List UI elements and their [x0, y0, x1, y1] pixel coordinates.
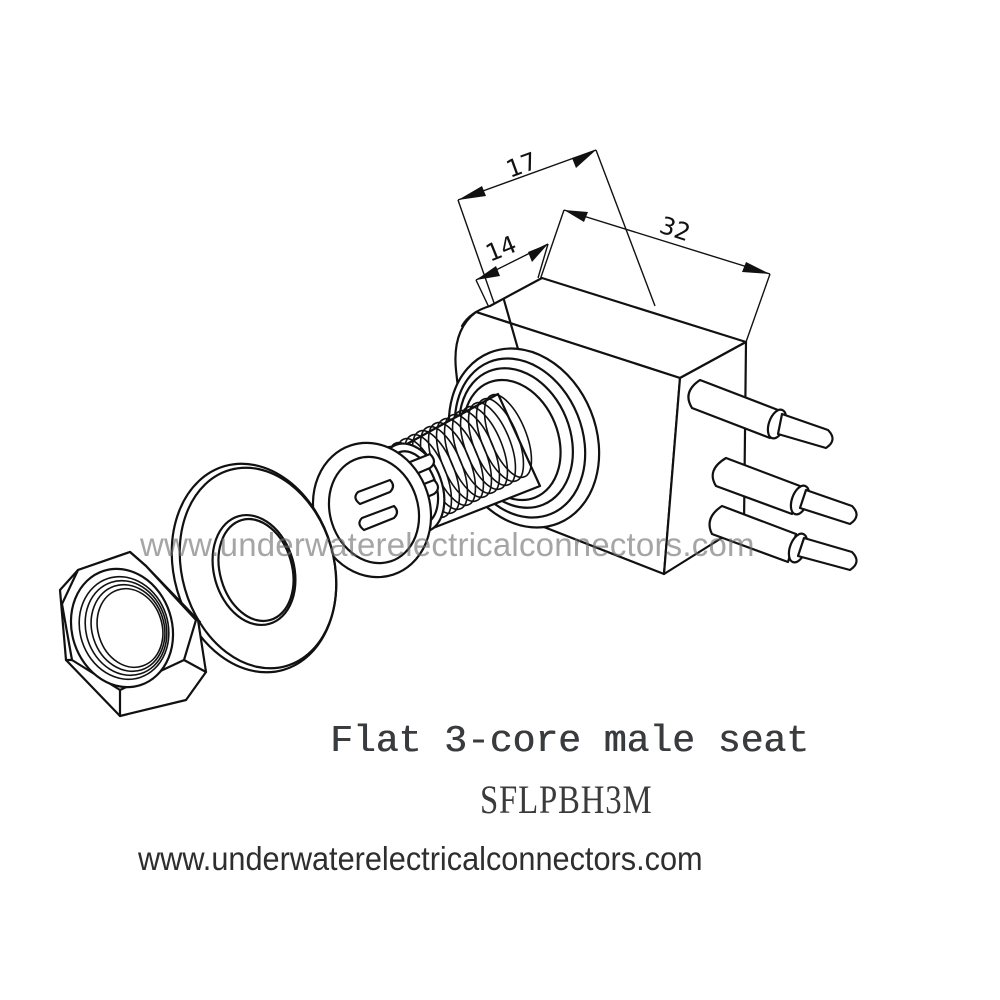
footer-website-url: www.underwaterelectricalconnectors.com: [138, 840, 703, 877]
rear-pin-2: [711, 456, 858, 526]
product-title: Flat 3-core male seat: [330, 720, 809, 763]
dimension-14-label: 14: [482, 230, 521, 267]
flat-washer: [170, 462, 338, 674]
rear-pins: [687, 378, 858, 572]
dimension-32-label: 32: [656, 211, 694, 247]
rear-pin-1: [687, 378, 834, 450]
o-ring-seal: [311, 441, 433, 579]
product-model-number: SFLPBH3M: [480, 777, 653, 822]
hex-nut: [58, 550, 208, 718]
rear-pin-3: [708, 504, 858, 572]
dimension-17-label: 17: [502, 147, 540, 184]
